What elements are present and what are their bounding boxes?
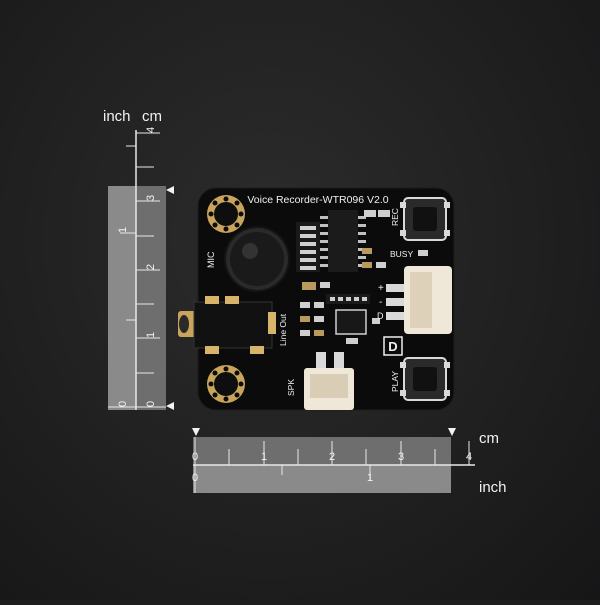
rec-button (400, 197, 450, 241)
vruler-inch-unit: inch (103, 108, 131, 125)
speaker-connector (304, 352, 354, 410)
busy-label: BUSY (390, 249, 413, 259)
hruler-inch-unit: inch (479, 479, 507, 496)
board-title: Voice Recorder-WTR096 V2.0 (247, 194, 388, 206)
spk-label: SPK (286, 379, 296, 396)
d-label: D (377, 311, 384, 321)
line-out-label: Line Out (278, 313, 288, 346)
rec-label: REC (390, 208, 400, 226)
mounting-hole-top (207, 195, 245, 233)
horizontal-ruler-inch-strip (193, 465, 451, 493)
mounting-hole-bottom (207, 365, 245, 403)
play-label: PLAY (390, 371, 400, 392)
hruler-cm-0: 0 (192, 451, 198, 463)
vruler-inch-0: 0 (117, 401, 129, 407)
audio-jack (178, 296, 276, 354)
vruler-inch-1: 1 (117, 227, 129, 233)
busy-led (418, 250, 428, 256)
vertical-ruler: 0 1 2 3 4 0 1 (108, 127, 174, 410)
hruler-cm-unit: cm (479, 430, 499, 447)
signal-connector (386, 266, 452, 334)
vertical-ruler-inch-strip (108, 186, 136, 410)
vruler-cm-3: 3 (145, 195, 157, 201)
hruler-inch-1: 1 (367, 472, 373, 484)
voice-recorder-board: Voice Recorder-WTR096 V2.0 MIC (178, 187, 455, 411)
vruler-cm-2: 2 (145, 264, 157, 270)
brand-logo: D (383, 336, 403, 356)
hruler-cm-1: 1 (261, 451, 267, 463)
vruler-cm-unit: cm (142, 108, 162, 125)
plus-label: + (378, 283, 384, 294)
resistor-array (296, 222, 320, 272)
vruler-cm-0: 0 (145, 401, 157, 407)
play-button (400, 357, 450, 401)
vruler-cm-1: 1 (145, 332, 157, 338)
hruler-cm-2: 2 (329, 451, 335, 463)
vruler-cm-4: 4 (145, 127, 157, 133)
hruler-cm-3: 3 (398, 451, 404, 463)
microphone (224, 226, 290, 292)
smd-components (300, 210, 390, 344)
logo-letter: D (388, 339, 397, 354)
hruler-inch-0: 0 (192, 472, 198, 484)
hruler-cm-4: 4 (466, 451, 472, 463)
main-ic (320, 210, 366, 272)
mic-label: MIC (206, 251, 216, 268)
horizontal-ruler: 0 1 2 3 4 0 1 (192, 428, 475, 493)
minus-label: - (379, 297, 382, 308)
